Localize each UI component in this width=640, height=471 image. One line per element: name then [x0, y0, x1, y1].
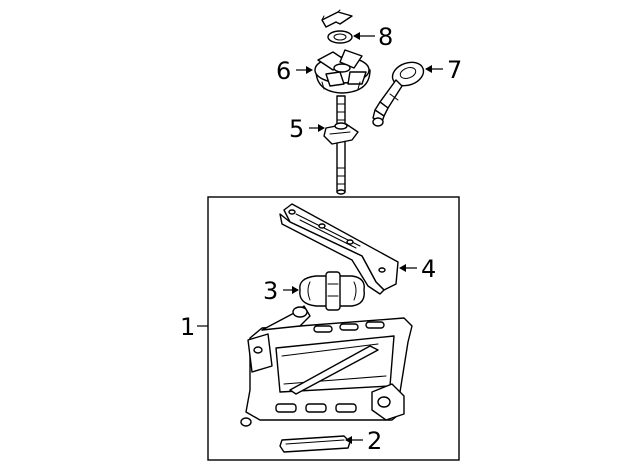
part-4-jack-plate[interactable]: [279, 203, 399, 295]
part-6-wing-nut[interactable]: [314, 49, 371, 94]
part-2-pad[interactable]: [279, 435, 351, 453]
part-5-threaded-rod[interactable]: [323, 95, 359, 195]
callout-3: 3: [263, 277, 278, 305]
callout-8: 8: [378, 23, 393, 51]
part-8-clip-washer[interactable]: [321, 9, 353, 44]
part-1-scissor-jack[interactable]: [240, 305, 413, 427]
part-3-strap[interactable]: [299, 271, 365, 311]
callout-7: 7: [447, 56, 462, 84]
callout-labels: 8 6 7 5 4 3 1 2: [180, 23, 462, 455]
leaders: [197, 32, 443, 444]
callout-5: 5: [289, 115, 304, 143]
part-7-handle-hook[interactable]: [372, 58, 427, 127]
callout-4: 4: [421, 255, 436, 283]
callout-6: 6: [276, 57, 291, 85]
callout-2: 2: [367, 427, 382, 455]
assembly-frame: [207, 196, 460, 461]
callout-1: 1: [180, 313, 195, 341]
